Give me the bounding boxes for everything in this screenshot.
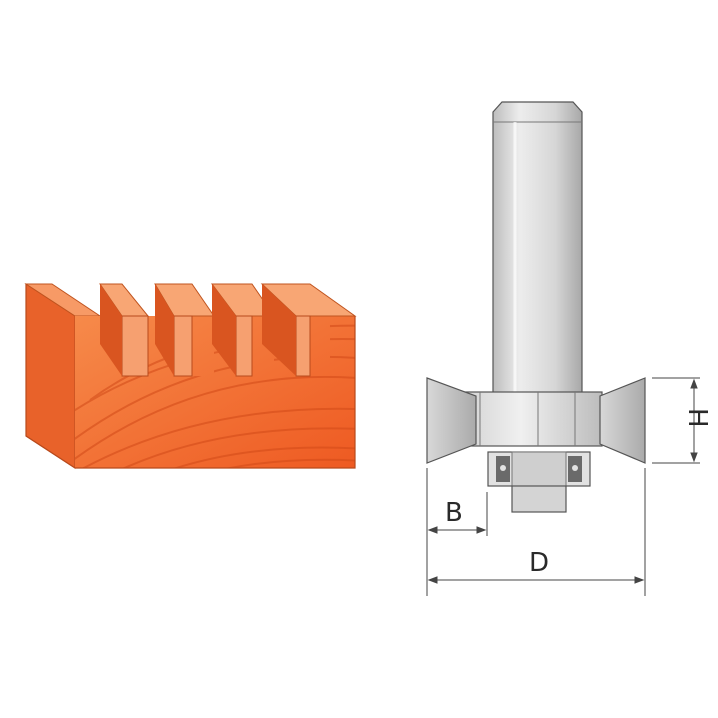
label-b: B <box>445 498 463 528</box>
slot-3 <box>235 315 253 377</box>
dimension-annotations <box>426 377 700 596</box>
cutter-blade-left <box>426 377 477 464</box>
cutter-shank <box>492 101 583 396</box>
label-h: H <box>682 408 712 428</box>
slot-2 <box>173 315 193 377</box>
dimension-b <box>427 526 487 534</box>
cutter-head <box>426 377 646 464</box>
slot-4 <box>295 315 311 377</box>
cutter-blade-right <box>599 377 646 464</box>
cutter-bearing <box>487 451 591 513</box>
wood-workpiece <box>24 283 357 469</box>
slot-1 <box>121 315 149 377</box>
dimension-h <box>690 378 698 463</box>
router-cutter <box>426 101 646 513</box>
dimension-d <box>427 576 645 584</box>
label-d: D <box>529 548 549 578</box>
workpiece-slots <box>100 284 311 377</box>
